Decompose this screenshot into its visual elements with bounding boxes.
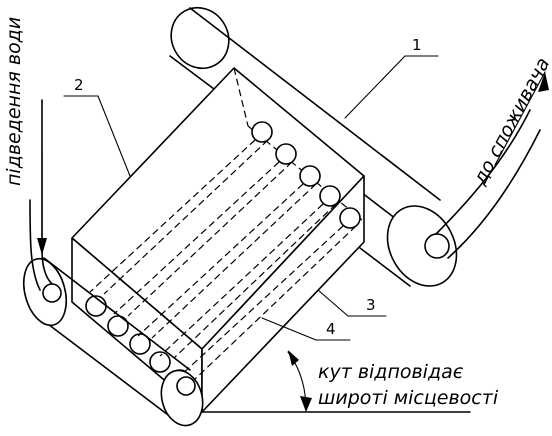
label-2-text: 2 [74,76,84,94]
label-2: 2 [63,76,131,177]
water-inlet-caption: підведення води [3,17,25,186]
label-1: 1 [344,36,439,119]
label-4-text: 4 [326,320,336,338]
label-4: 4 [261,317,351,341]
upper-storage-tank [169,6,458,287]
collector-tubes [85,121,361,391]
tilt-angle-indicator [201,350,471,413]
angle-caption-line1: кут відповідає [318,361,464,383]
angle-caption-line2: широті місцевості [318,387,499,409]
outlet-flow-arrow [435,71,549,259]
inlet-flow-arrow [29,99,53,291]
label-3-text: 3 [366,296,376,314]
label-3: 3 [317,289,387,317]
to-consumer-caption: до споживача [469,54,552,189]
label-1-text: 1 [412,36,422,54]
collector-box [71,67,365,413]
